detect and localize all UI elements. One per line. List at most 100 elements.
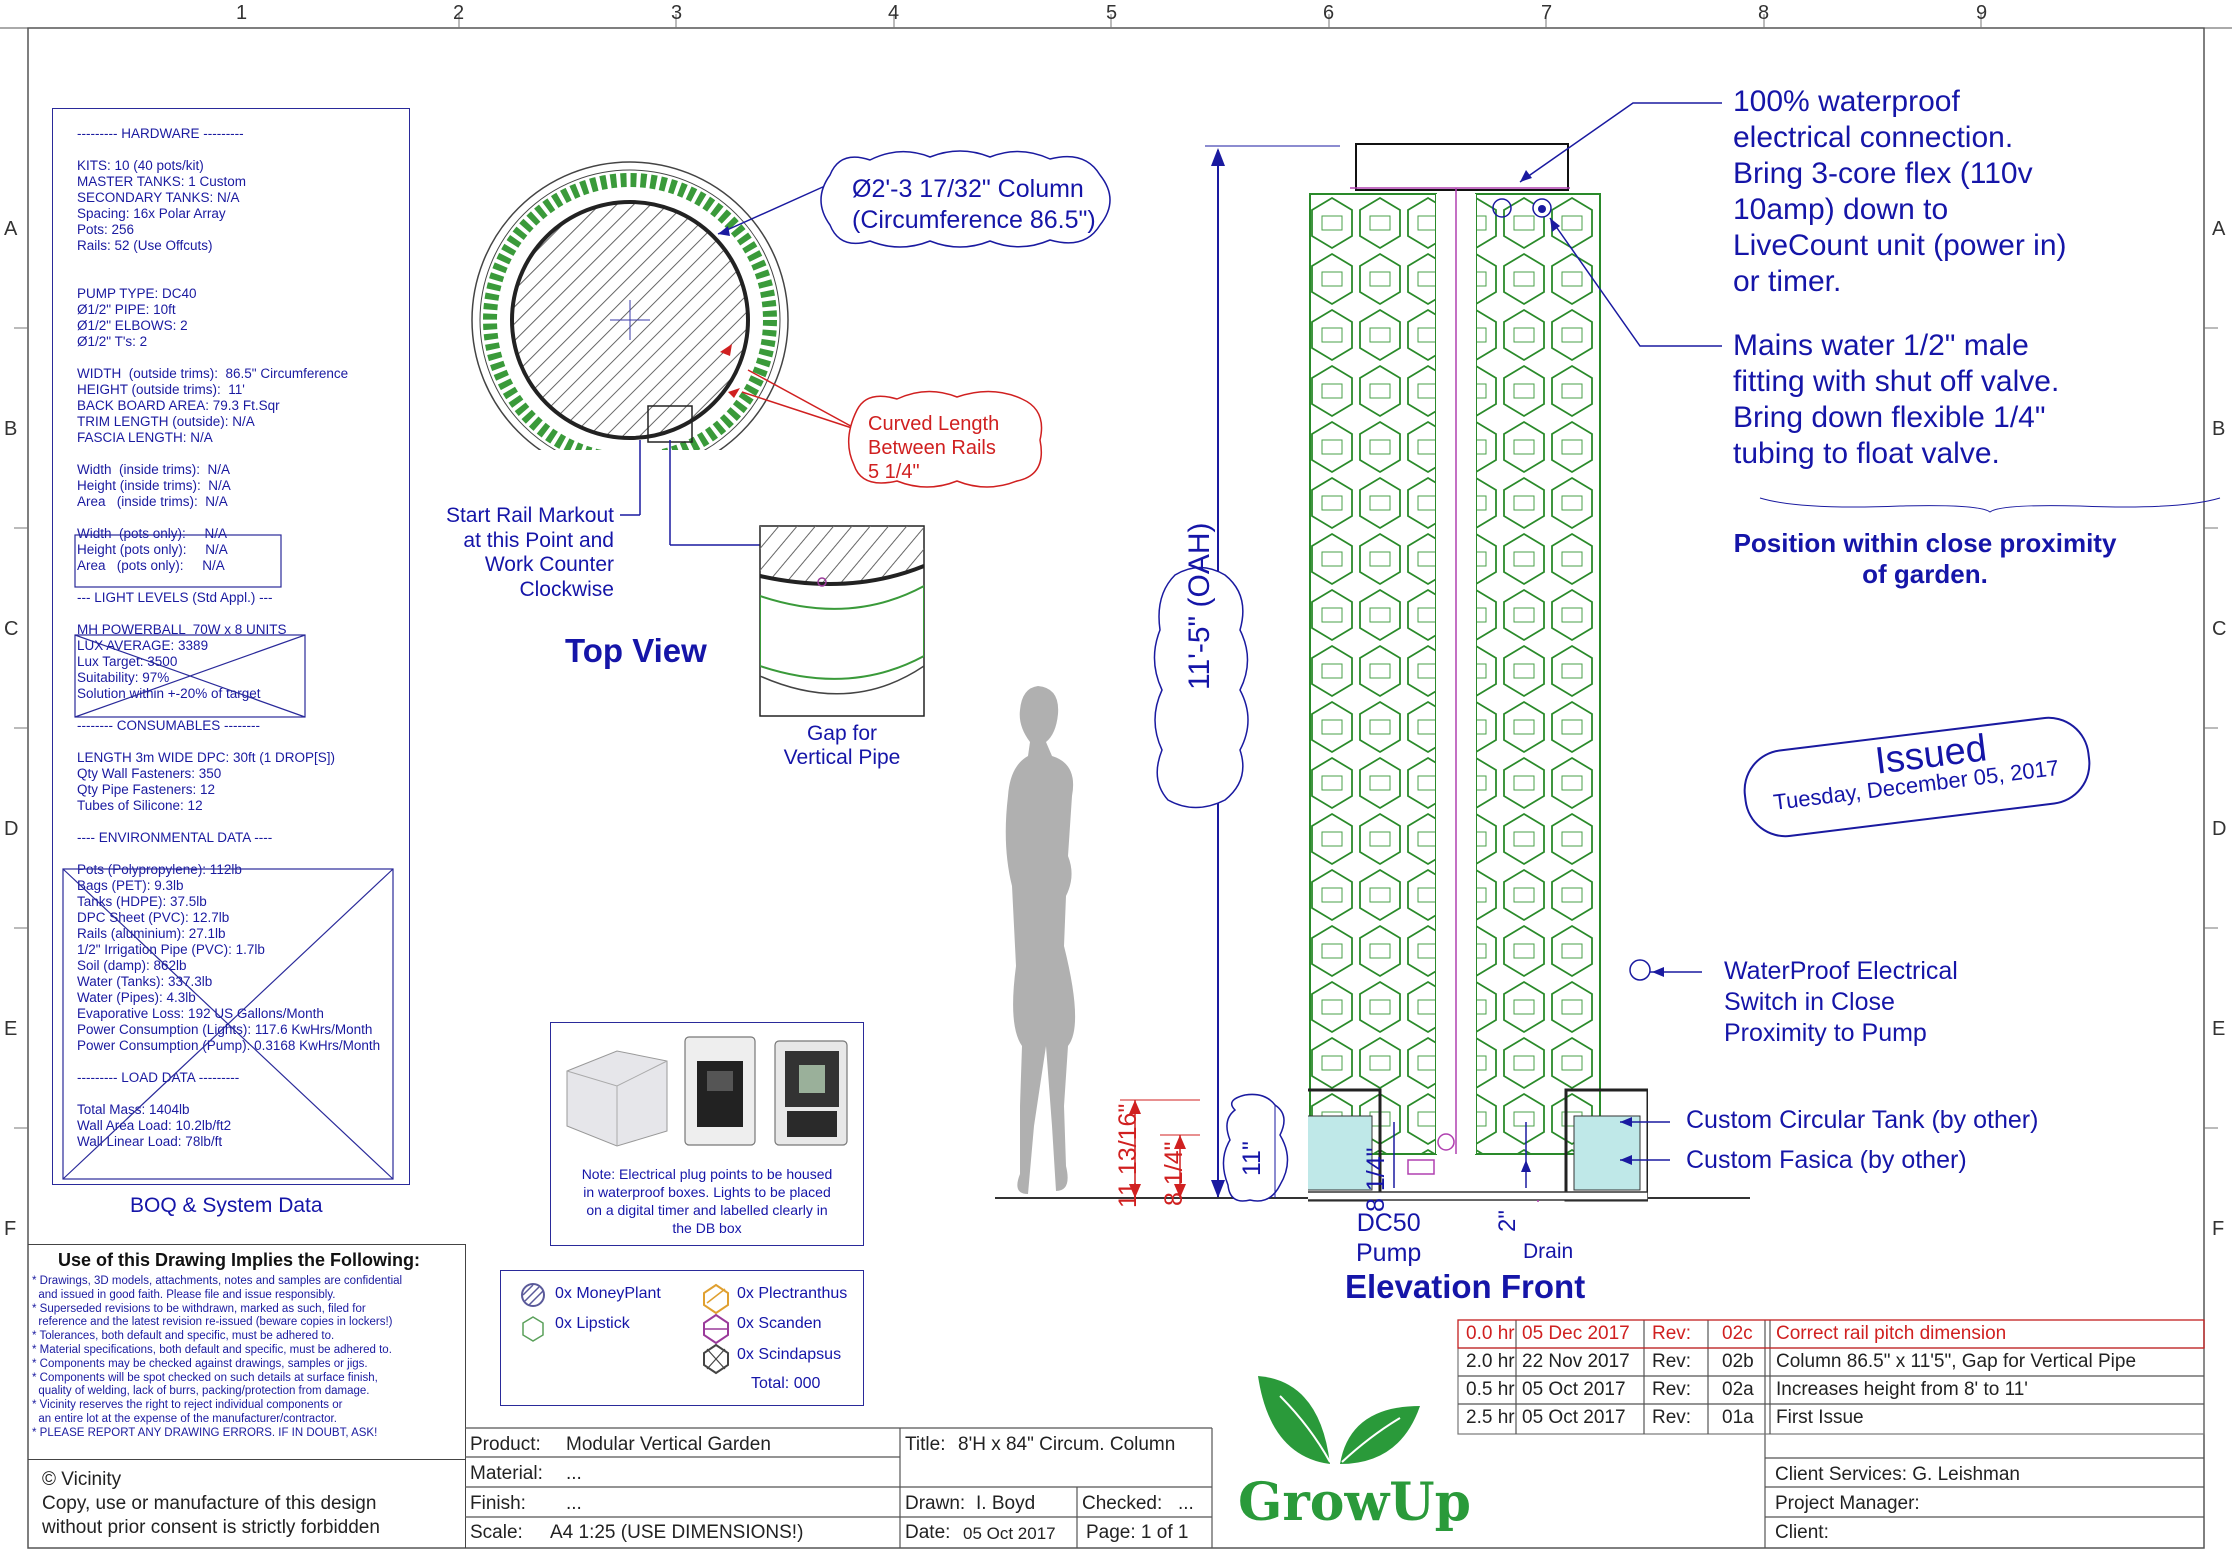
top-view-drawing: [471, 161, 789, 450]
grid-col-8: 8: [1758, 2, 1770, 24]
boq-line: BACK BOARD AREA: 79.3 Ft.Sqr: [77, 398, 280, 413]
boq-line: PUMP TYPE: DC40: [77, 286, 197, 301]
grid-col-1: 1: [236, 2, 248, 24]
electrical-box-note: Note: Electrical plug points to be house…: [551, 1165, 863, 1237]
revision-date: 22 Nov 2017: [1522, 1351, 1630, 1372]
usage-note-line: * PLEASE REPORT ANY DRAWING ERRORS. IF I…: [32, 1426, 378, 1439]
boq-line: Height (pots only): N/A: [77, 542, 228, 557]
revision-hours: 0.5 hr: [1466, 1379, 1515, 1400]
mains-water-note: Mains water 1/2" male fitting with shut …: [1733, 328, 2059, 472]
boq-line: Qty Pipe Fasteners: 12: [77, 782, 216, 797]
switch-line-2: Switch in Close: [1724, 988, 1895, 1016]
diameter-line-2: (Circumference 86.5"): [852, 206, 1096, 234]
note-line-1: Note: Electrical plug points to be house…: [581, 1166, 833, 1182]
revision-rev: 02c: [1722, 1323, 1753, 1344]
legend-plectranthus: 0x Plectranthus: [737, 1285, 848, 1302]
electrical-note: 100% waterproof electrical connection. B…: [1733, 84, 2067, 300]
column-elevation: [1308, 143, 1648, 1202]
grid-col-7: 7: [1541, 2, 1553, 24]
drawn-value: I. Boyd: [976, 1493, 1036, 1514]
usage-note-line: * Superseded revisions to be withdrawn, …: [32, 1302, 366, 1315]
scale-value: A4 1:25 (USE DIMENSIONS!): [550, 1522, 804, 1543]
boq-line: Spacing: 16x Polar Array: [77, 206, 226, 221]
grid-row-e-right: E: [2212, 1018, 2226, 1040]
mains-line-4: tubing to float valve.: [1733, 437, 2000, 470]
boq-line: FASCIA LENGTH: N/A: [77, 430, 213, 445]
usage-note-line: * Tolerances, both default and specific,…: [32, 1330, 335, 1343]
pump-line-2: Pump: [1356, 1239, 1422, 1267]
boq-line: Water (Tanks): 337.3lb: [77, 974, 213, 989]
boq-line: --------- HARDWARE ---------: [77, 126, 244, 141]
fascia-label: Custom Fasica (by other): [1686, 1146, 1967, 1174]
growup-logo-text: GrowUp: [1238, 1472, 1471, 1533]
boq-line: Rails: 52 (Use Offcuts): [77, 238, 213, 253]
usage-note-line: and issued in good faith. Please file an…: [32, 1288, 336, 1301]
grid-row-f-right: F: [2212, 1218, 2225, 1240]
product-label: Product:: [470, 1434, 541, 1455]
boq-line: Bags (PET): 9.3lb: [77, 878, 184, 893]
boq-line: Wall Linear Load: 78lb/ft: [77, 1134, 223, 1149]
date-value: 05 Oct 2017: [963, 1524, 1056, 1543]
electrical-line-3: Bring 3-core flex (110v: [1733, 157, 2033, 190]
copyright-block: © Vicinity Copy, use or manufacture of t…: [42, 1468, 380, 1540]
boq-line: Lux Target: 3500: [77, 654, 178, 669]
client-services: Client Services: G. Leishman: [1775, 1464, 2020, 1485]
electrical-line-2: electrical connection.: [1733, 121, 2014, 154]
switch-line-3: Proximity to Pump: [1724, 1019, 1927, 1047]
boq-line: Power Consumption (Pump): 0.3168 KwHrs/M…: [77, 1038, 381, 1053]
elevation-title: Elevation Front: [1345, 1268, 1586, 1305]
usage-note-line: * Drawings, 3D models, attachments, note…: [32, 1275, 403, 1287]
date-label: Date:: [905, 1522, 951, 1543]
note-line-2: in waterproof boxes. Lights to be placed: [583, 1184, 831, 1200]
tank-label: Custom Circular Tank (by other): [1686, 1106, 2039, 1134]
curved-line-3: 5 1/4": [868, 461, 920, 483]
revision-hours: 2.5 hr: [1466, 1407, 1515, 1428]
boq-line: Suitability: 97%: [77, 670, 170, 685]
grid-col-3: 3: [671, 2, 683, 24]
grid-col-5: 5: [1106, 2, 1118, 24]
start-rail-note: Start Rail Markout at this Point and Wor…: [442, 504, 614, 602]
position-note: Position within close proximity of garde…: [1690, 528, 2160, 590]
position-line-1: Position within close proximity: [1733, 528, 2117, 558]
boq-line: Solution within +-20% of target: [77, 686, 261, 701]
material-value: ...: [566, 1463, 582, 1484]
usage-note-line: * Vicinity reserves the right to reject …: [32, 1399, 343, 1412]
curved-line-1: Curved Length: [868, 413, 1000, 435]
checked-label: Checked:: [1082, 1493, 1163, 1514]
usage-title: Use of this Drawing Implies the Followin…: [58, 1250, 421, 1270]
switch-line-1: WaterProof Electrical: [1724, 957, 1958, 985]
boq-line: HEIGHT (outside trims): 11': [77, 382, 245, 397]
grid-row-d: D: [4, 818, 19, 840]
copyright-divider: [28, 1459, 465, 1460]
grid-row-f: F: [4, 1218, 17, 1240]
boq-strike-marks: [62, 534, 394, 1180]
boq-line: Tubes of Silicone: 12: [77, 798, 203, 813]
legend-scindapsus: 0x Scindapsus: [737, 1346, 842, 1363]
note-line-4: the DB box: [672, 1220, 742, 1236]
usage-notes: * Drawings, 3D models, attachments, note…: [32, 1275, 464, 1441]
usage-note-line: an entire lot at the expense of the manu…: [32, 1412, 337, 1425]
top-view-title: Top View: [565, 632, 707, 669]
start-line-3: Work Counter: [484, 553, 614, 576]
diameter-cloud: [820, 150, 1111, 248]
revision-rev: 02b: [1722, 1351, 1754, 1372]
mains-line-3: Bring down flexible 1/4": [1733, 401, 2046, 434]
revision-desc: Increases height from 8' to 11': [1776, 1379, 2028, 1400]
boq-line: Height (inside trims): N/A: [77, 478, 231, 493]
boq-line: Water (Pipes): 4.3lb: [77, 990, 196, 1005]
boq-line: WIDTH (outside trims): 86.5" Circumferen…: [77, 366, 349, 381]
boq-line: Evaporative Loss: 192 US Gallons/Month: [77, 1006, 324, 1021]
grid-row-c-right: C: [2212, 618, 2227, 640]
notes-right-border: [465, 1244, 467, 1548]
usage-note-line: quality of welding, lack of burrs, packi…: [32, 1385, 370, 1398]
grid-row-a-right: A: [2212, 218, 2226, 240]
legend-total: Total: 000: [751, 1375, 821, 1392]
grid-row-a: A: [4, 218, 18, 240]
gap-detail-drawing: [760, 526, 924, 695]
finish-label: Finish:: [470, 1493, 526, 1514]
revision-rev-label: Rev:: [1652, 1351, 1692, 1372]
